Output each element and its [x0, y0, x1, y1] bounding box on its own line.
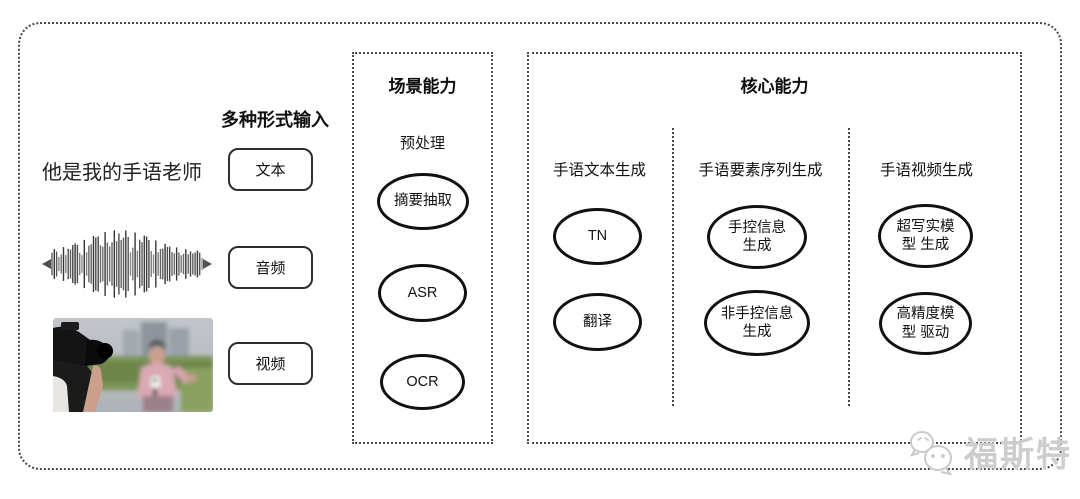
- input-section-label: 多种形式输入: [221, 110, 329, 130]
- column-header-sign-video-generation: 手语视频生成: [879, 162, 973, 179]
- node-non-manual-info-generation-label: 非手控信息 生成: [720, 305, 794, 340]
- node-manual-info-generation-label: 手控信息 生成: [728, 219, 786, 254]
- input-type-video-label: 视频: [255, 356, 286, 373]
- node-high-precision-model-driving-label: 高精度模型 驱动: [896, 306, 955, 341]
- node-asr-label: ASR: [407, 284, 438, 301]
- column-header-sign-element-sequence-generation: 手语要素序列生成: [698, 162, 823, 179]
- node-non-manual-info-generation: 非手控信息 生成: [704, 290, 810, 356]
- scene-capability-title: 场景能力: [388, 77, 457, 96]
- node-summary-extraction-label: 摘要抽取: [394, 193, 452, 210]
- node-tn-label: TN: [587, 228, 608, 245]
- node-tn: TN: [553, 208, 642, 265]
- example-sentence: 他是我的手语老师: [42, 162, 202, 184]
- node-translation: 翻译: [553, 293, 642, 351]
- input-type-text-box: 文本: [228, 148, 313, 191]
- node-summary-extraction: 摘要抽取: [377, 173, 469, 230]
- node-high-precision-model-driving: 高精度模型 驱动: [879, 292, 972, 355]
- input-type-video-box: 视频: [228, 342, 313, 385]
- node-manual-info-generation: 手控信息 生成: [707, 205, 807, 269]
- input-type-audio-label: 音频: [255, 260, 286, 277]
- core-column-divider-1: [672, 128, 674, 406]
- column-header-sign-text-generation: 手语文本生成: [552, 162, 646, 179]
- node-asr: ASR: [378, 264, 467, 322]
- core-capability-title: 核心能力: [740, 77, 809, 96]
- input-type-audio-box: 音频: [228, 246, 313, 289]
- video-thumbnail: [53, 318, 213, 412]
- node-hyperrealistic-model-generation-label: 超写实模型 生成: [896, 218, 955, 253]
- node-translation-label: 翻译: [583, 313, 612, 330]
- node-hyperrealistic-model-generation: 超写实模型 生成: [878, 204, 973, 268]
- input-type-text-label: 文本: [255, 162, 286, 179]
- node-ocr: OCR: [380, 354, 465, 410]
- preprocess-label: 预处理: [399, 135, 445, 152]
- node-ocr-label: OCR: [406, 373, 439, 390]
- audio-waveform: [42, 230, 212, 298]
- core-column-divider-2: [848, 128, 850, 406]
